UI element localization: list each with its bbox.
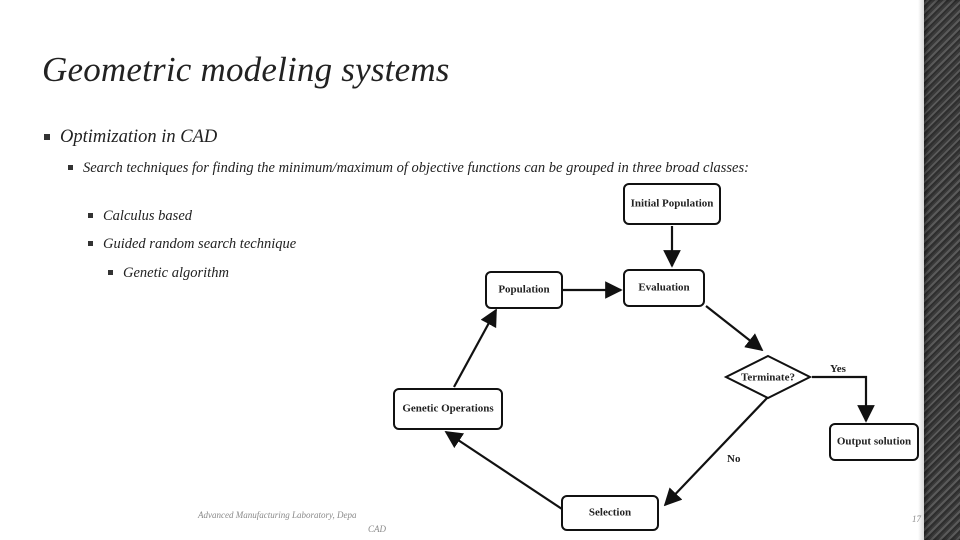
edge-selection-to-genetic-operations (444, 431, 563, 510)
square-bullet-icon (108, 270, 113, 275)
decision-diamond (723, 354, 813, 400)
node-terminate-decision: Terminate? (723, 354, 813, 400)
genetic-algorithm-flowchart: Initial Population Evaluation Population… (393, 183, 919, 531)
edge-evaluation-to-terminate (705, 305, 764, 352)
node-genetic-operations: Genetic Operations (393, 388, 503, 430)
node-population: Population (485, 271, 563, 309)
node-label: Initial Population (631, 198, 714, 210)
square-bullet-icon (88, 213, 93, 218)
page-number: 17 (912, 514, 921, 524)
slide-title: Geometric modeling systems (42, 50, 450, 89)
slide-right-edge-shadow (918, 0, 924, 540)
bullet-text: Genetic algorithm (123, 265, 229, 281)
bullet-text: Guided random search technique (103, 236, 297, 252)
edge-terminate-no-to-selection (663, 396, 769, 507)
square-bullet-icon (68, 165, 73, 170)
bullet-text: Search techniques for finding the minimu… (83, 160, 749, 176)
node-box (829, 423, 919, 461)
node-label: Output solution (837, 436, 911, 448)
bullet-genetic-algorithm: Genetic algorithm (108, 265, 229, 282)
node-output-solution: Output solution (829, 423, 919, 461)
node-evaluation: Evaluation (623, 269, 705, 307)
slide-decorative-strip (924, 0, 960, 540)
edge-genetic-operations-to-population (453, 308, 497, 388)
bullet-guided-random-search: Guided random search technique (88, 236, 296, 253)
node-box (623, 183, 721, 225)
edge-label-no: No (727, 453, 741, 465)
node-initial-population: Initial Population (623, 183, 721, 225)
node-label: Selection (589, 507, 631, 519)
square-bullet-icon (44, 134, 50, 140)
node-label: Terminate? (741, 372, 795, 384)
bullet-search-techniques: Search techniques for finding the minimu… (68, 158, 898, 178)
bullet-optimization-in-cad: Optimization in CAD (44, 127, 217, 148)
edge-terminate-yes-to-output (812, 375, 875, 423)
node-label: Population (498, 284, 549, 296)
node-label: Genetic Operations (402, 403, 494, 415)
node-selection: Selection (561, 495, 659, 531)
footer-affiliation: Advanced Manufacturing Laboratory, Depa (198, 510, 357, 520)
node-label: Evaluation (638, 282, 689, 294)
bullet-text: Optimization in CAD (60, 127, 218, 147)
edge-label-yes: Yes (830, 363, 847, 375)
node-box (561, 495, 659, 531)
node-box (485, 271, 563, 309)
bullet-calculus-based: Calculus based (88, 208, 192, 225)
node-box (393, 388, 503, 430)
square-bullet-icon (88, 241, 93, 246)
node-box (623, 269, 705, 307)
bullet-text: Calculus based (103, 208, 193, 224)
footer-affiliation-line-2: CAD (368, 524, 386, 534)
